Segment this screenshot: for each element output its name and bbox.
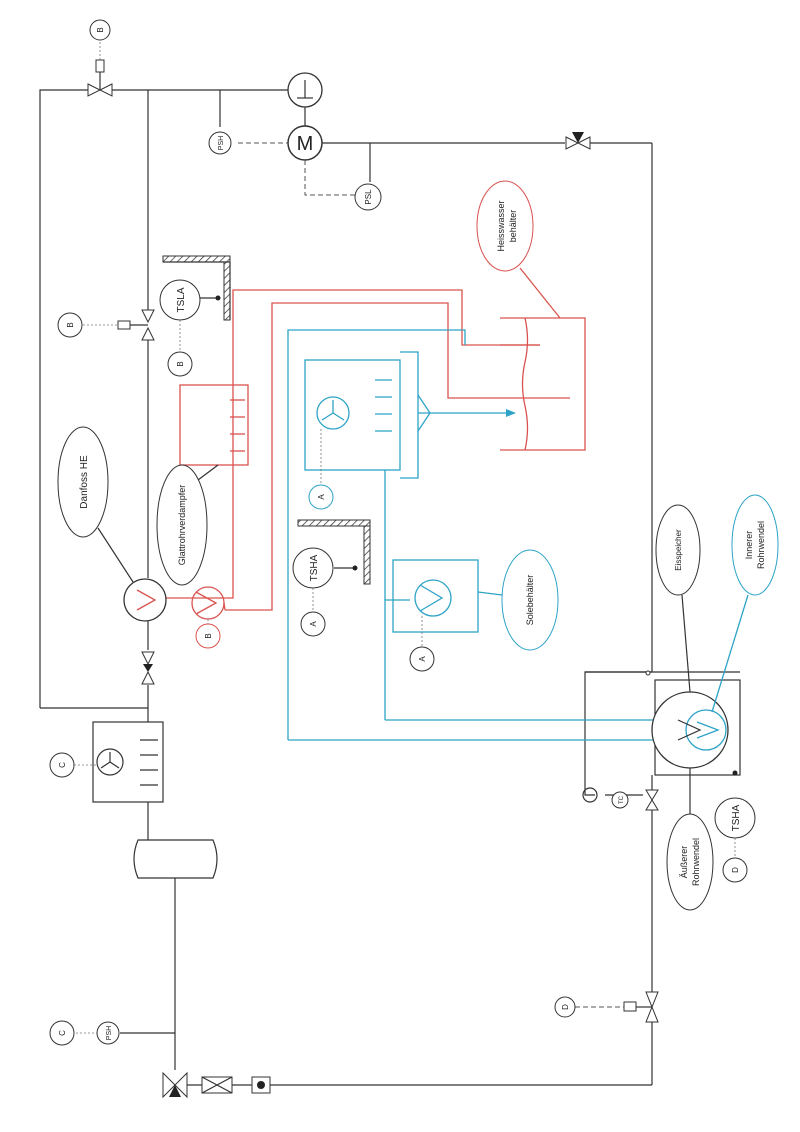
instrument-psh-bottom: PSH [96, 1021, 120, 1045]
svg-text:TSHA: TSHA [731, 804, 742, 831]
ice-storage [645, 670, 741, 776]
brine-tank [392, 559, 479, 633]
svg-text:B: B [66, 322, 75, 327]
receiver [133, 838, 218, 879]
svg-text:PSH: PSH [106, 1026, 113, 1040]
svg-text:Äußerer: Äußerer [679, 846, 689, 879]
instrument-tsha-mid: TSHA [292, 547, 334, 589]
svg-text:Solebehälter: Solebehälter [525, 575, 535, 626]
hot-water-loop [165, 289, 586, 620]
valve-below-he [141, 651, 155, 685]
solenoid-valve-right [575, 991, 659, 1023]
bottom-left-valve [162, 1071, 188, 1099]
wall-tsla [162, 255, 231, 321]
ref-a-tsha: A [300, 611, 326, 637]
tc-valve [645, 789, 659, 811]
condenser-box [92, 721, 164, 803]
callout-innerer: Innerer Rohrwendel [711, 494, 779, 713]
cold-room-cooler [304, 359, 401, 471]
compressor [287, 72, 323, 108]
danfoss-heat-exchanger [123, 578, 167, 622]
instrument-psl: PSL [354, 183, 382, 211]
instrument-psh-top: PSH [208, 131, 232, 155]
check-valve-right [565, 132, 591, 150]
ref-b-pump: B [195, 623, 221, 649]
hot-water-tank [500, 317, 586, 451]
solenoid-valve-left [83, 309, 155, 341]
svg-text:A: A [418, 656, 427, 662]
svg-text:B: B [176, 361, 185, 366]
ref-b-valve: B [57, 312, 83, 338]
svg-text:C: C [58, 762, 67, 768]
callout-glattrohr: Glattrohrverdampfer [156, 464, 219, 586]
svg-text:PSL: PSL [364, 189, 373, 205]
condenser-fan-icon [96, 748, 124, 776]
ref-a-fan: A [308, 484, 334, 510]
svg-text:C: C [58, 1030, 67, 1036]
svg-text:Innerer: Innerer [744, 531, 754, 560]
ref-a-pump: A [409, 646, 435, 672]
svg-text:D: D [561, 1004, 570, 1010]
instrument-tsla: TSLA [159, 279, 201, 321]
callout-sole: Solebehälter [477, 549, 559, 651]
solenoid-valve-top [87, 40, 113, 97]
svg-text:A: A [309, 621, 318, 627]
svg-text:Glattrohrverdampfer: Glattrohrverdampfer [177, 485, 187, 566]
callout-heisswasser: Heisswasser behälter [476, 180, 561, 319]
brine-pump [414, 579, 452, 617]
svg-text:TC: TC [619, 795, 625, 804]
svg-text:D: D [731, 867, 740, 873]
svg-text:Heisswasser: Heisswasser [496, 200, 506, 251]
svg-text:B: B [96, 27, 105, 32]
callout-aeusserer: Äußerer Rohrwendel [666, 768, 714, 911]
glattrohr-evaporator [179, 384, 249, 466]
svg-text:behälter: behälter [508, 210, 518, 243]
ref-d-tsha: D [722, 857, 748, 883]
motor: M [287, 125, 323, 161]
sensing-bulb [582, 787, 598, 803]
brine-loop [287, 329, 720, 741]
motor-label: M [297, 133, 314, 155]
flow-arrow-icon [506, 409, 516, 417]
instrument-tc: TC [611, 791, 629, 809]
refrigerant-piping [39, 89, 740, 1086]
ref-b-top: B [89, 19, 111, 41]
svg-text:Danfoss HE: Danfoss HE [79, 455, 90, 509]
ref-d-valve: D [554, 996, 576, 1018]
svg-text:TSLA: TSLA [176, 287, 187, 312]
svg-text:Rohrwendel: Rohrwendel [691, 838, 701, 886]
svg-text:PSH: PSH [218, 136, 225, 150]
svg-text:B: B [204, 633, 213, 638]
callout-danfoss: Danfoss HE [57, 426, 134, 583]
svg-text:A: A [317, 494, 326, 500]
svg-text:Rohrwendel: Rohrwendel [756, 521, 766, 569]
cold-room-fan-icon [316, 396, 350, 430]
instrument-tsha-right: TSHA [714, 797, 756, 839]
ref-c-fan: C [49, 752, 75, 778]
svg-text:TSHA: TSHA [309, 554, 320, 581]
ref-b-tsla: B [167, 351, 193, 377]
svg-text:Eisspeicher: Eisspeicher [674, 529, 683, 571]
ref-c-psh: C [49, 1020, 75, 1046]
wall-tsha [297, 519, 371, 585]
callout-eisspeicher: Eisspeicher [655, 504, 701, 693]
